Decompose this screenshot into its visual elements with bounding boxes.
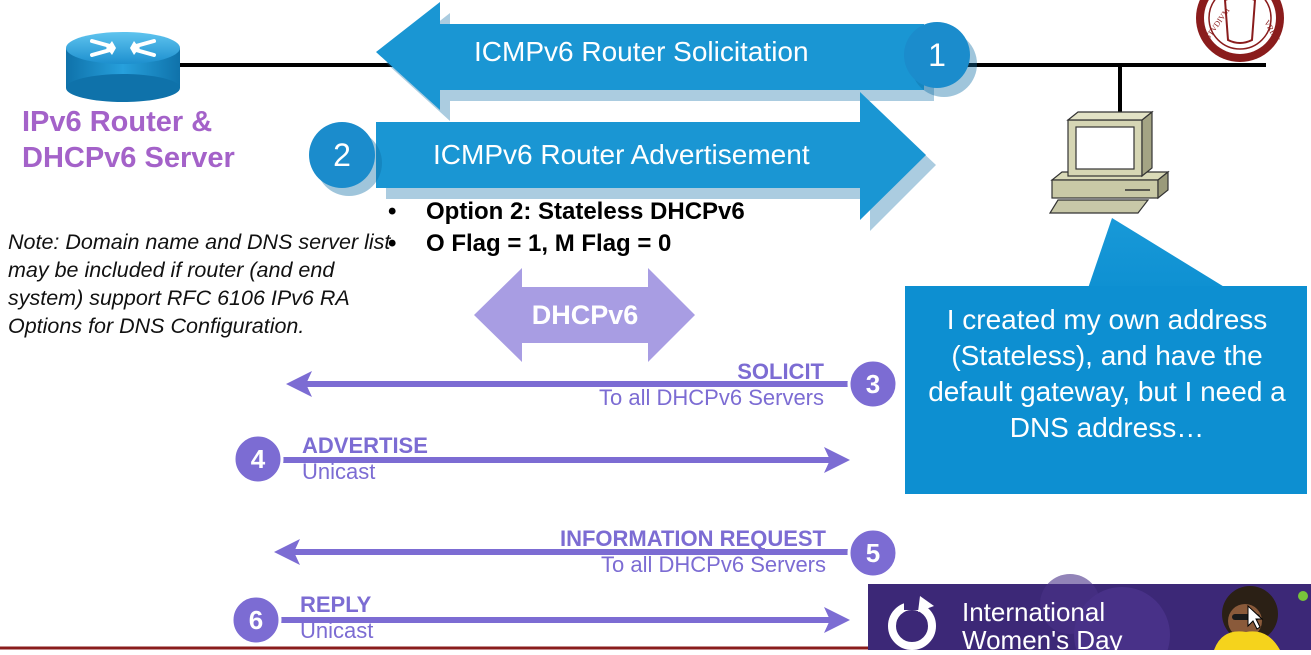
advertise-subtitle: Unicast — [302, 459, 376, 484]
advertise-title: ADVERTISE — [302, 433, 428, 458]
solicit-subtitle: To all DHCPv6 Servers — [599, 385, 824, 410]
router-advertisement-label: ICMPv6 Router Advertisement — [433, 139, 810, 170]
step-6-label: 6 — [248, 605, 264, 635]
router-title-line-1: IPv6 Router & — [22, 106, 213, 138]
reply-arrow-head — [824, 607, 850, 633]
iwd-banner-text: International Women's Day — [962, 598, 1123, 654]
bullet-item: • Option 2: Stateless DHCPv6 — [388, 196, 745, 228]
bullet-glyph: • — [388, 230, 397, 257]
advertise-message: ADVERTISE Unicast — [302, 433, 428, 485]
advertise-arrow-head — [824, 447, 850, 473]
iwd-logo-icon — [888, 596, 936, 650]
dhcpv6-label: DHCPv6 — [531, 300, 639, 330]
iwd-banner — [868, 574, 1311, 650]
router-title-line-2: DHCPv6 Server — [22, 142, 235, 174]
reply-subtitle: Unicast — [300, 618, 374, 643]
solicit-arrow-head — [286, 371, 312, 397]
step-2-circle — [309, 122, 375, 188]
step-3-label: 3 — [865, 369, 881, 399]
router-title: IPv6 Router & DHCPv6 Server — [22, 104, 235, 176]
iwd-line-1: International — [962, 597, 1106, 627]
solicit-message: SOLICIT To all DHCPv6 Servers — [599, 359, 824, 411]
solicit-title: SOLICIT — [737, 359, 824, 384]
mouse-cursor-icon — [1247, 604, 1264, 630]
step-5-label: 5 — [865, 538, 881, 568]
information-request-arrow-head — [274, 539, 300, 565]
reply-message: REPLY Unicast — [300, 592, 373, 644]
ra-options-list: • Option 2: Stateless DHCPv6 • O Flag = … — [388, 196, 745, 260]
bullet-item: • O Flag = 1, M Flag = 0 — [388, 228, 745, 260]
step-2-label: 2 — [333, 137, 351, 173]
speech-bubble — [905, 286, 1307, 494]
step-5-circle — [847, 527, 899, 579]
router-icon — [66, 32, 180, 102]
step-1-circle — [904, 22, 970, 88]
iwd-line-2: Women's Day — [962, 625, 1123, 655]
bullet-glyph: • — [388, 198, 397, 225]
step-1-label: 1 — [928, 37, 946, 73]
information-request-message: INFORMATION REQUEST To all DHCPv6 Server… — [560, 526, 826, 578]
university-seal-icon: STVDIVM VRBIS — [1196, 0, 1284, 62]
bullet-flags: O Flag = 1, M Flag = 0 — [426, 230, 672, 257]
step-4-label: 4 — [250, 444, 266, 474]
router-advertisement-arrow — [376, 92, 926, 220]
computer-icon — [1048, 110, 1170, 214]
dhcpv6-double-arrow — [474, 268, 695, 362]
information-request-subtitle: To all DHCPv6 Servers — [601, 552, 826, 577]
bullet-option-2: Option 2: Stateless DHCPv6 — [426, 198, 745, 225]
speech-bubble-pointer — [1084, 218, 1226, 300]
step-3-circle — [847, 358, 899, 410]
step-4-circle — [232, 433, 284, 485]
speech-bubble-text: I created my own address (Stateless), an… — [928, 304, 1286, 443]
dns-note: Note: Domain name and DNS server list ma… — [8, 230, 391, 338]
reply-title: REPLY — [300, 592, 372, 617]
information-request-title: INFORMATION REQUEST — [559, 526, 826, 551]
router-solicitation-label: ICMPv6 Router Solicitation — [474, 36, 809, 67]
step-6-circle — [230, 594, 282, 646]
